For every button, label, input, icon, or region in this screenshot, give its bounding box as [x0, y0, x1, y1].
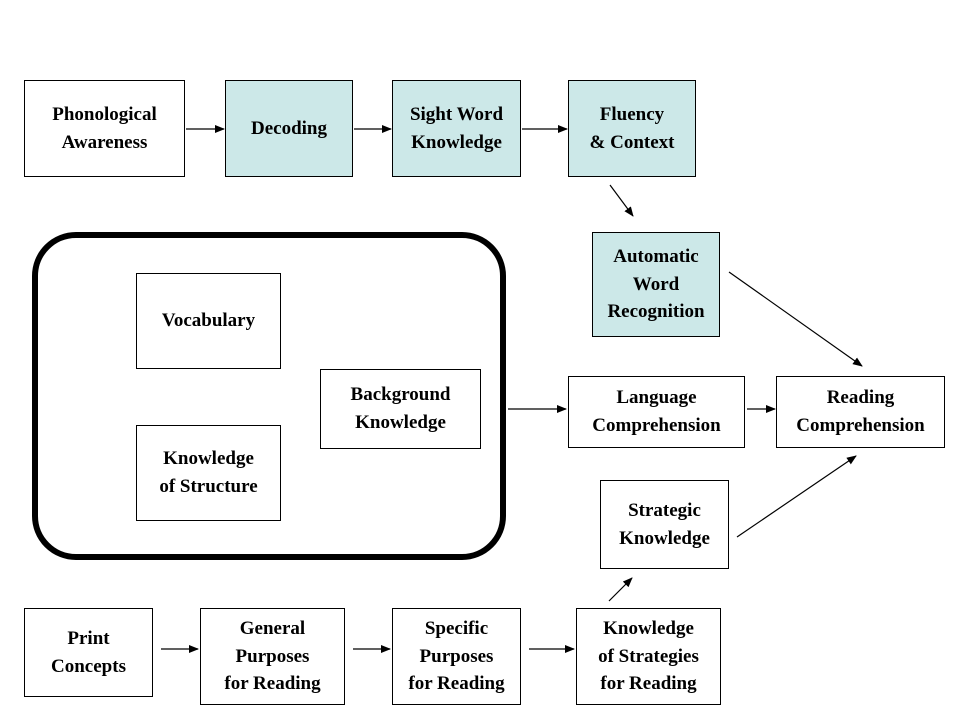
specific-purposes-label: Specific Purposes for Reading	[408, 618, 505, 695]
decoding-label: Decoding	[251, 117, 327, 139]
knowledge-of-structure-label: Knowledge of Structure	[159, 448, 258, 497]
vocabulary-label: Vocabulary	[161, 310, 256, 332]
fluency-context-box: Fluency & Context	[568, 80, 696, 177]
general-purposes-label: General Purposes for Reading	[224, 618, 321, 695]
knowledge-of-structure-box: Knowledge of Structure	[136, 425, 281, 521]
automatic-word-recognition-label: Automatic Word Recognition	[607, 246, 705, 323]
knowledge-of-strategies-label: Knowledge of Strategies for Reading	[598, 618, 699, 695]
decoding-box: Decoding	[225, 80, 353, 177]
language-comprehension-label: Language Comprehension	[592, 387, 721, 436]
specific-purposes-box: Specific Purposes for Reading	[392, 608, 521, 705]
background-knowledge-label: Background Knowledge	[350, 384, 451, 433]
arrow-strategic-to-reading	[736, 455, 857, 538]
background-knowledge-box: Background Knowledge	[320, 369, 481, 449]
vocabulary-box: Vocabulary	[136, 273, 281, 369]
print-concepts-box: Print Concepts	[24, 608, 153, 697]
phonological-awareness-label: Phonological Awareness	[52, 103, 157, 153]
print-concepts-label: Print Concepts	[51, 627, 126, 677]
general-purposes-box: General Purposes for Reading	[200, 608, 345, 705]
arrow-strategies-to-strategic	[608, 577, 633, 602]
automatic-word-recognition-box: Automatic Word Recognition	[592, 232, 720, 337]
phonological-awareness-box: Phonological Awareness	[24, 80, 185, 177]
fluency-context-label: Fluency & Context	[589, 103, 675, 153]
reading-comprehension-box: Reading Comprehension	[776, 376, 945, 448]
sight-word-knowledge-label: Sight Word Knowledge	[409, 103, 504, 153]
strategic-knowledge-box: Strategic Knowledge	[600, 480, 729, 569]
strategic-knowledge-label: Strategic Knowledge	[619, 499, 710, 549]
reading-comprehension-label: Reading Comprehension	[796, 387, 925, 436]
sight-word-knowledge-box: Sight Word Knowledge	[392, 80, 521, 177]
arrow-fluency-to-automatic	[609, 184, 634, 217]
arrow-automatic-to-reading	[728, 271, 863, 367]
language-knowledge-group	[32, 232, 506, 560]
language-comprehension-box: Language Comprehension	[568, 376, 745, 448]
knowledge-of-strategies-box: Knowledge of Strategies for Reading	[576, 608, 721, 705]
